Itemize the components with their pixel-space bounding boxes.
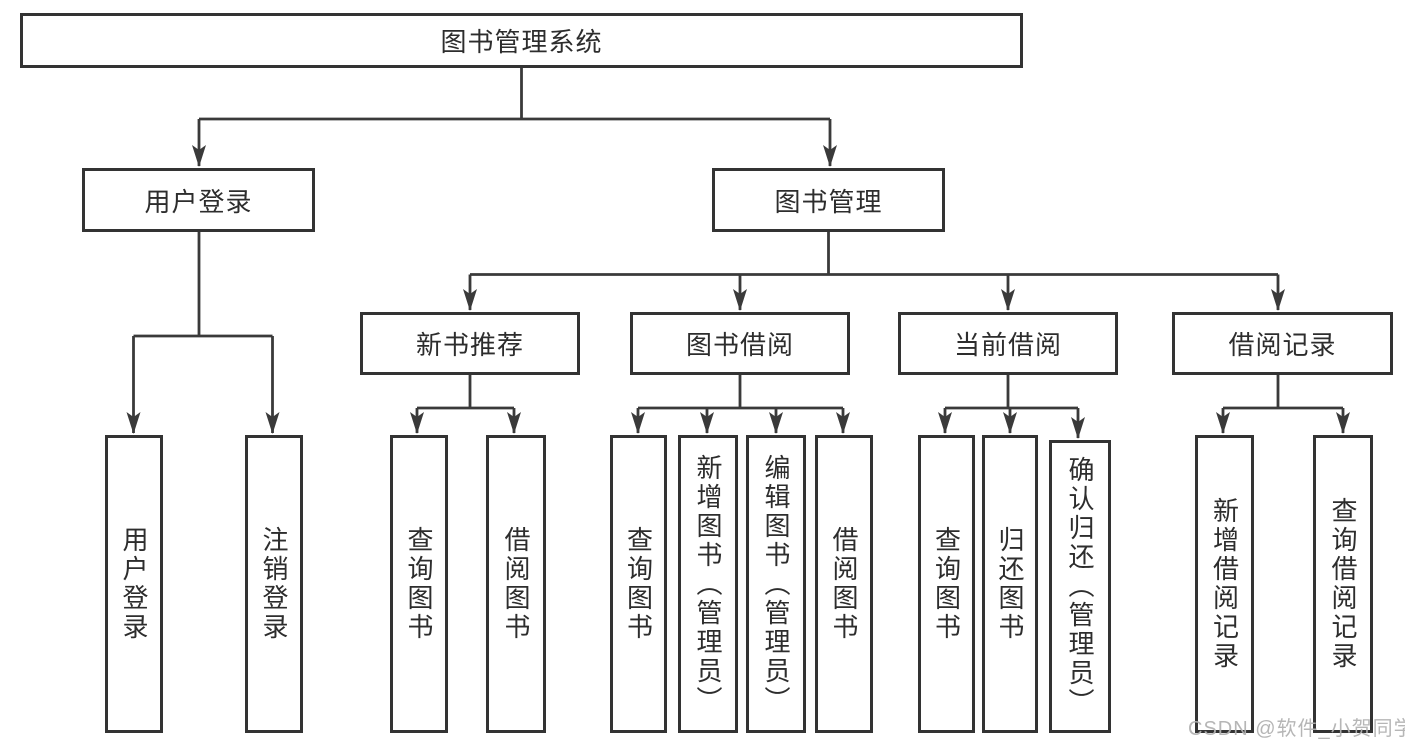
leaf-query-books-recommend: 查询图书 <box>390 435 448 733</box>
leaf-query-books-current-label: 查询图书 <box>931 526 962 642</box>
leaf-edit-books-admin-label: 编辑图书（管理员） <box>761 453 791 715</box>
leaf-add-books-admin-label: 新增图书（管理员） <box>693 453 723 715</box>
leaf-query-borrow-record: 查询借阅记录 <box>1313 435 1373 733</box>
leaf-confirm-return-admin-label: 确认归还（管理员） <box>1065 456 1095 717</box>
node-book-borrowing: 图书借阅 <box>630 312 850 375</box>
node-current-borrowing: 当前借阅 <box>898 312 1118 375</box>
csdn-watermark: CSDN @软件_小贺同学 <box>1188 718 1405 740</box>
leaf-query-borrow-record-label: 查询借阅记录 <box>1328 497 1358 671</box>
leaf-borrow-books-recommend: 借阅图书 <box>486 435 546 733</box>
leaf-add-books-admin: 新增图书（管理员） <box>678 435 738 733</box>
leaf-user-login: 用户登录 <box>105 435 163 733</box>
leaf-add-borrow-record: 新增借阅记录 <box>1195 435 1254 733</box>
leaf-edit-books-admin: 编辑图书（管理员） <box>746 435 806 733</box>
leaf-add-borrow-record-label: 新增借阅记录 <box>1209 497 1240 671</box>
leaf-borrow-books-label: 借阅图书 <box>829 526 859 642</box>
leaf-logout: 注销登录 <box>245 435 303 733</box>
leaf-query-books-recommend-label: 查询图书 <box>404 526 434 642</box>
leaf-borrow-books-recommend-label: 借阅图书 <box>501 526 531 642</box>
node-user-login: 用户登录 <box>82 168 315 232</box>
leaf-logout-label: 注销登录 <box>259 526 289 642</box>
leaf-confirm-return-admin: 确认归还（管理员） <box>1049 440 1111 733</box>
node-library-management-system: 图书管理系统 <box>20 13 1023 68</box>
leaf-query-books-borrow-label: 查询图书 <box>623 526 654 642</box>
leaf-return-books-label: 归还图书 <box>995 526 1025 642</box>
node-new-book-recommend: 新书推荐 <box>360 312 580 375</box>
leaf-user-login-label: 用户登录 <box>119 526 149 642</box>
node-borrowing-records: 借阅记录 <box>1172 312 1393 375</box>
leaf-return-books: 归还图书 <box>982 435 1038 733</box>
leaf-borrow-books: 借阅图书 <box>815 435 873 733</box>
leaf-query-books-current: 查询图书 <box>918 435 975 733</box>
node-book-management: 图书管理 <box>712 168 945 232</box>
leaf-query-books-borrow: 查询图书 <box>610 435 667 733</box>
